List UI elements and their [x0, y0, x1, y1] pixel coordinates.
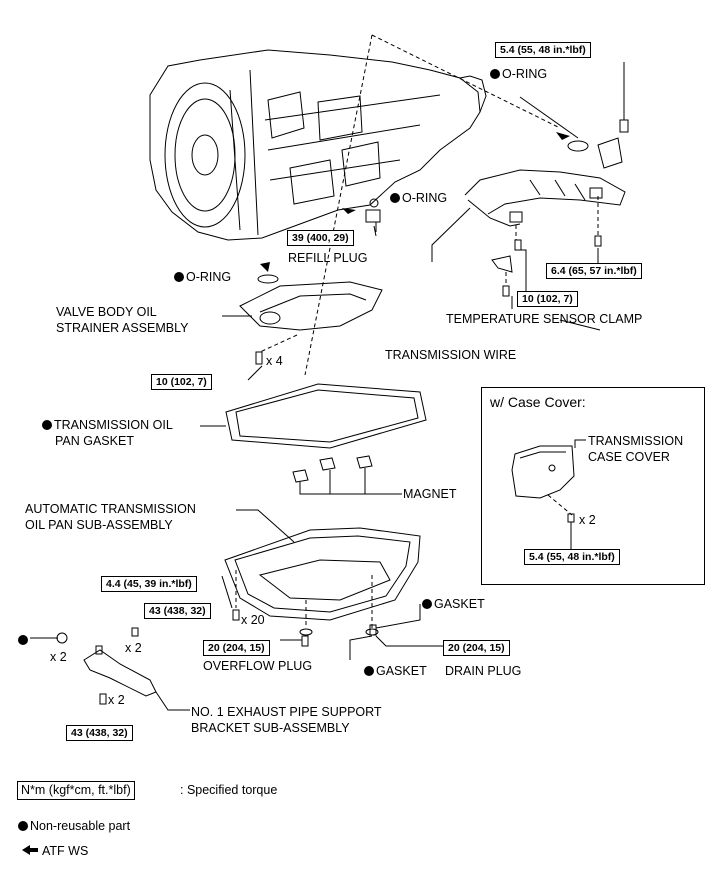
gasket-label: GASKET: [364, 663, 427, 679]
non-reusable-marker: [18, 632, 30, 648]
legend-non-reusable: Non-reusable part: [18, 818, 130, 834]
quantity-label: x 2: [50, 650, 67, 664]
quantity-label: x 20: [241, 613, 265, 627]
non-reusable-dot-icon: [390, 193, 400, 203]
magnet-label: MAGNET: [403, 487, 457, 501]
exhaust-bracket-label: BRACKET SUB-ASSEMBLY: [191, 721, 350, 735]
transmission-body-drawing: [149, 49, 487, 241]
oil-pan-drawing: [224, 527, 421, 647]
case-cover-label: TRANSMISSION: [588, 434, 684, 448]
temperature-sensor-clamp-label: TEMPERATURE SENSOR CLAMP: [446, 312, 643, 326]
torque-label: 5.4 (55, 48 in.*lbf): [524, 549, 620, 565]
wire-connector-drawing: [567, 62, 629, 169]
non-reusable-dot-icon: [18, 635, 28, 645]
legend-torque-unit: N*m (kgf*cm, ft.*lbf): [17, 781, 135, 800]
case-cover-label: CASE COVER: [588, 450, 670, 464]
quantity-label: x 4: [266, 354, 283, 368]
refill-plug-label: REFILL PLUG: [288, 251, 368, 265]
valve-body-label: STRAINER ASSEMBLY: [56, 321, 189, 335]
non-reusable-dot-icon: [42, 420, 52, 430]
refill-plug-drawing: [365, 198, 381, 232]
torque-label: 43 (438, 32): [144, 603, 211, 619]
torque-label: 6.4 (65, 57 in.*lbf): [546, 263, 642, 279]
valve-body-o-ring-drawing: [257, 274, 279, 284]
quantity-label: x 2: [108, 693, 125, 707]
legend-atf: ATF WS: [42, 844, 89, 858]
case-cover-drawing: [511, 439, 586, 523]
exhaust-bracket-label: NO. 1 EXHAUST PIPE SUPPORT: [191, 705, 382, 719]
non-reusable-dot-icon: [490, 69, 500, 79]
atf-arrows: [22, 132, 570, 855]
torque-label: 10 (102, 7): [517, 291, 578, 307]
overflow-plug-label: OVERFLOW PLUG: [203, 659, 313, 673]
magnets-drawing: [292, 455, 402, 495]
case-cover-title: w/ Case Cover:: [490, 394, 586, 410]
oil-pan-label: OIL PAN SUB-ASSEMBLY: [25, 518, 173, 532]
o-ring-label: O-RING: [390, 190, 447, 206]
oil-pan-gasket-label: TRANSMISSION OIL: [42, 417, 173, 433]
non-reusable-dot-icon: [18, 821, 28, 831]
gasket-label: GASKET: [422, 596, 485, 612]
drain-plug-label: DRAIN PLUG: [445, 664, 522, 678]
oil-pan-gasket-label: PAN GASKET: [55, 434, 134, 448]
o-ring-label: O-RING: [490, 66, 547, 82]
oil-pan-label: AUTOMATIC TRANSMISSION: [25, 502, 196, 516]
torque-label: 4.4 (45, 39 in.*lbf): [101, 576, 197, 592]
torque-label: 20 (204, 15): [443, 640, 510, 656]
torque-label: 20 (204, 15): [203, 640, 270, 656]
transmission-wire-drawing: [464, 169, 626, 297]
transmission-wire-label: TRANSMISSION WIRE: [385, 348, 517, 362]
valve-body-label: VALVE BODY OIL: [56, 305, 157, 319]
case-cover-inset: [481, 387, 705, 585]
torque-label: 5.4 (55, 48 in.*lbf): [495, 42, 591, 58]
quantity-label: x 2: [579, 513, 596, 527]
non-reusable-dot-icon: [174, 272, 184, 282]
non-reusable-dot-icon: [364, 666, 374, 676]
quantity-label: x 2: [125, 641, 142, 655]
torque-label: 39 (400, 29): [287, 230, 354, 246]
non-reusable-dot-icon: [422, 599, 432, 609]
torque-label: 10 (102, 7): [151, 374, 212, 390]
torque-label: 43 (438, 32): [66, 725, 133, 741]
oil-pan-gasket-drawing: [225, 383, 427, 449]
legend-torque-desc: : Specified torque: [180, 783, 278, 797]
exhaust-bracket-drawing: [56, 627, 190, 711]
alignment-lines: [235, 34, 599, 628]
leader-lines: [30, 96, 601, 660]
valve-body-strainer-drawing: [239, 281, 383, 365]
o-ring-label: O-RING: [174, 269, 231, 285]
